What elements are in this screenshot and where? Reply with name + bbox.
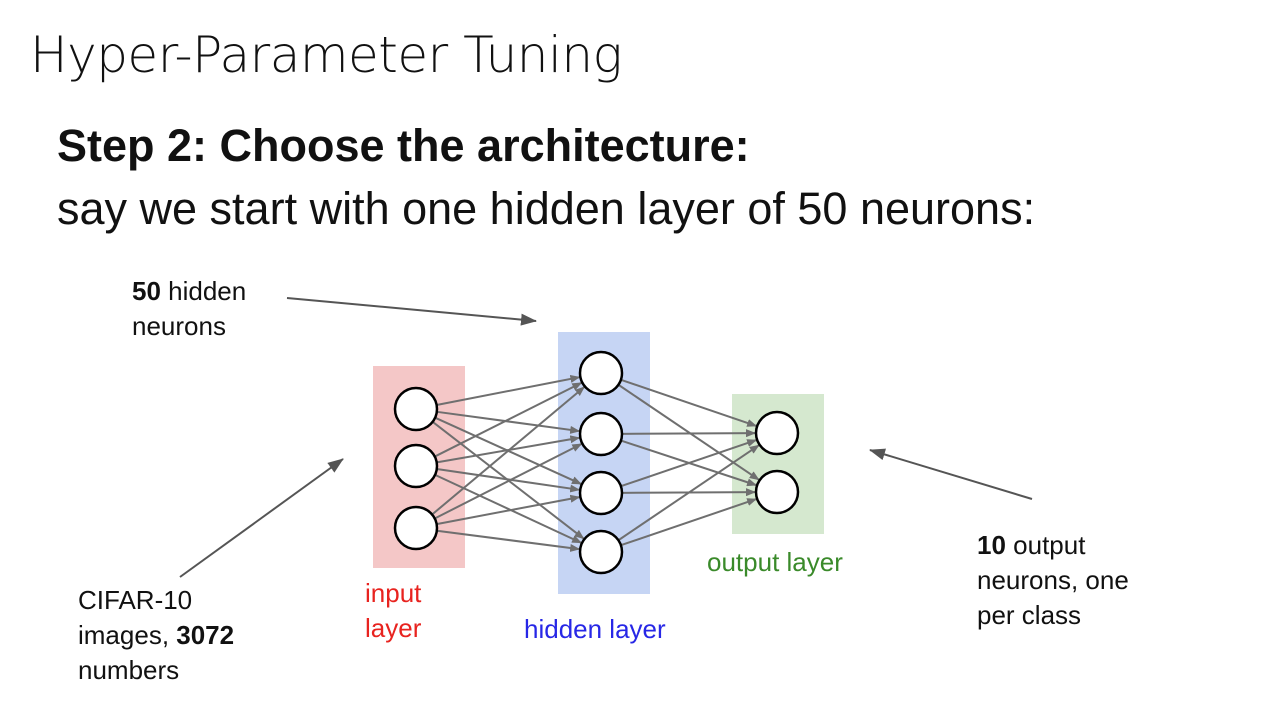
connection-input-2-to-hidden-3 — [436, 468, 581, 493]
connection-hidden-1-to-output-1 — [620, 378, 758, 427]
output-callout-text: output — [1005, 530, 1086, 560]
connections — [431, 374, 760, 552]
output-layer-label: output layer — [707, 547, 843, 577]
connection-hidden-2-to-output-1 — [621, 429, 757, 438]
input-callout-arrow — [179, 458, 344, 578]
output-neuron-1 — [754, 410, 800, 456]
step-subheading: say we start with one hidden layer of 50… — [57, 183, 1036, 234]
input-count: 3072 — [176, 620, 235, 650]
connection-input-3-to-hidden-3 — [436, 494, 581, 526]
connection-input-1-to-hidden-1 — [436, 374, 581, 406]
connection-hidden-4-to-output-1 — [617, 444, 760, 542]
hidden-neuron-3 — [578, 470, 624, 516]
input-neuron-1 — [393, 386, 439, 432]
hidden-callout-text: hidden — [160, 276, 247, 306]
connection-input-2-to-hidden-4 — [434, 473, 582, 544]
connection-input-1-to-hidden-2 — [436, 410, 581, 434]
connection-hidden-3-to-output-1 — [620, 439, 758, 488]
hidden-count: 50 — [132, 276, 161, 306]
output-neuron-2 — [754, 469, 800, 515]
output-count: 10 — [977, 530, 1006, 560]
output-callout-line2: neurons, one — [977, 565, 1129, 595]
output-callout-arrow — [869, 448, 1033, 500]
input-callout-line3: numbers — [78, 655, 180, 685]
nodes — [393, 350, 800, 575]
input-callout-line1: CIFAR-10 — [78, 585, 193, 615]
connection-input-3-to-hidden-2 — [434, 443, 583, 520]
output-callout: 10 output neurons, one per class — [977, 528, 1129, 633]
step-heading: Step 2: Choose the architecture: — [57, 120, 750, 171]
slide-title: Hyper-Parameter Tuning — [30, 26, 623, 84]
hidden-callout-line2: neurons — [132, 311, 226, 341]
hidden-neurons-callout: 50 hidden neurons — [132, 274, 246, 344]
input-callout: CIFAR-10 images, 3072 numbers — [78, 583, 234, 688]
hidden-layer-label: hidden layer — [524, 614, 666, 644]
hidden-neuron-2 — [578, 411, 624, 457]
connection-input-3-to-hidden-1 — [431, 386, 585, 516]
input-callout-line2: images, — [78, 620, 177, 650]
input-neuron-3 — [393, 505, 439, 551]
hidden-neuron-1 — [578, 350, 624, 396]
connection-input-2-to-hidden-1 — [434, 381, 583, 458]
connection-input-3-to-hidden-4 — [436, 529, 581, 552]
input-neuron-2 — [393, 443, 439, 489]
output-callout-line3: per class — [977, 600, 1082, 630]
connection-hidden-1-to-output-2 — [617, 383, 760, 481]
input-layer-label: input layer — [365, 578, 422, 643]
connection-hidden-4-to-output-2 — [620, 498, 758, 547]
hidden-neuron-4 — [578, 529, 624, 575]
hidden-callout-arrow — [286, 297, 537, 326]
